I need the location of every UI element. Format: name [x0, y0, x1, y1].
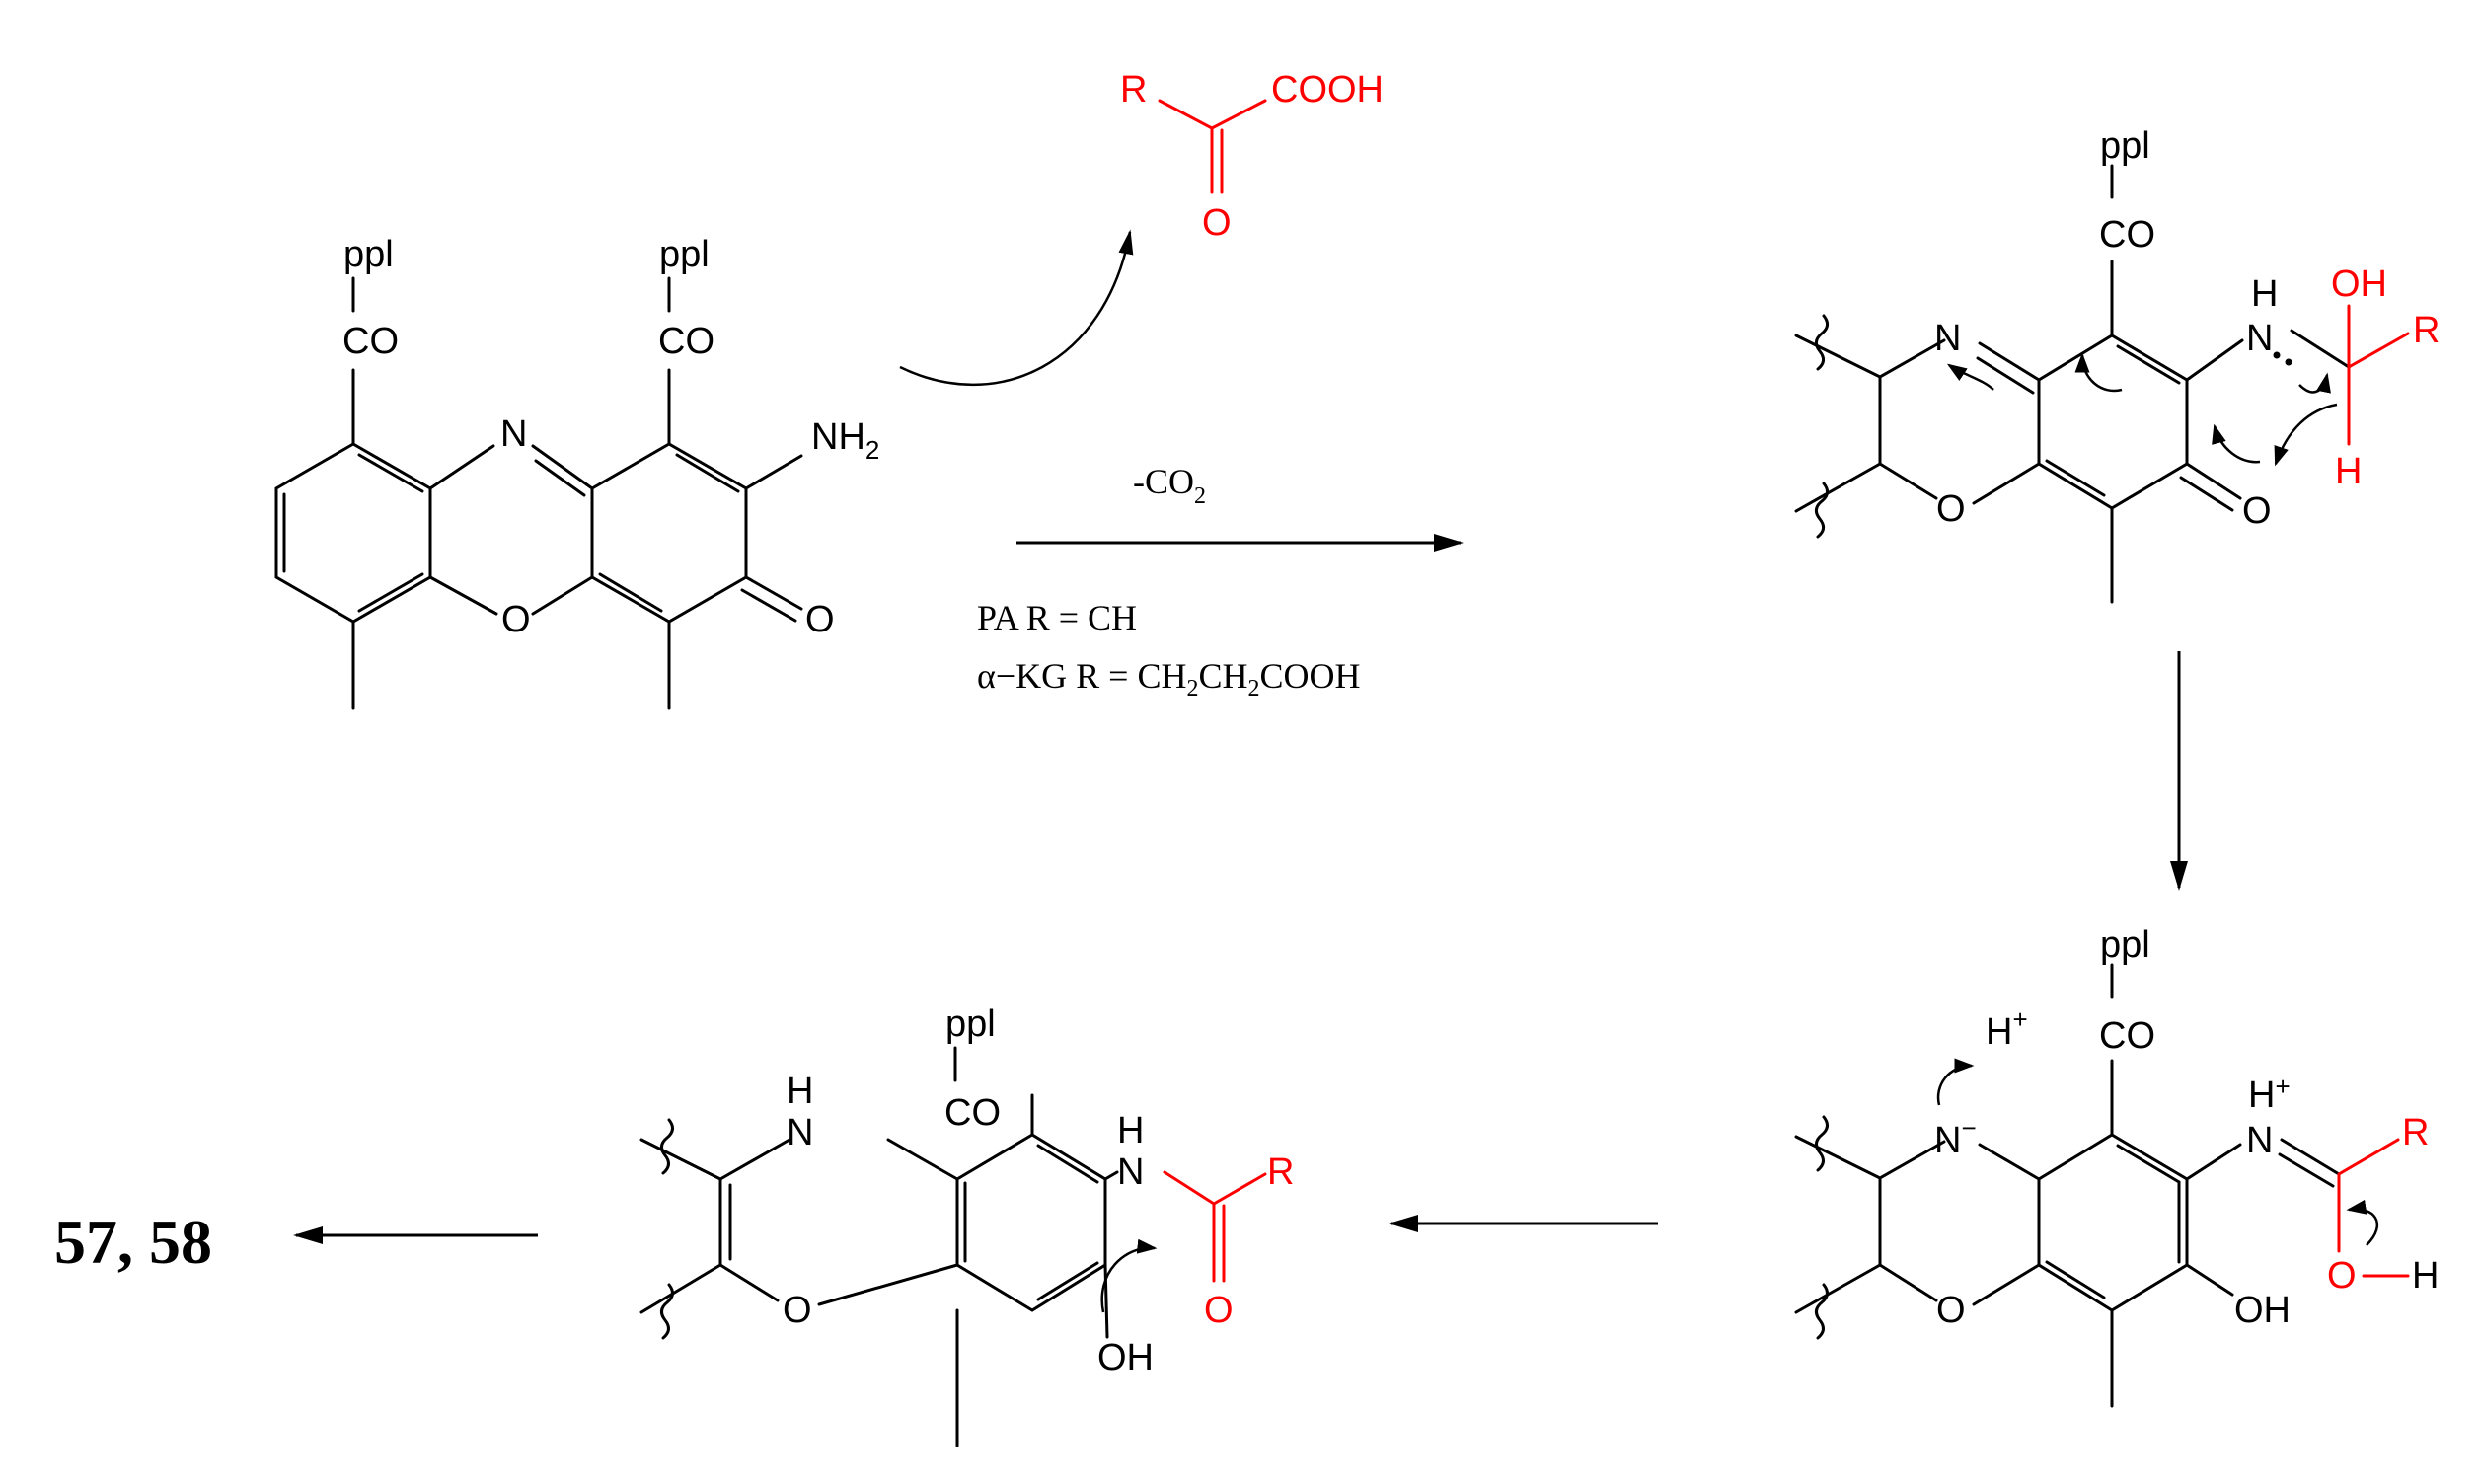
co-label-right: CO: [658, 321, 714, 362]
oh-label-s2: OH: [2331, 263, 2387, 305]
alpha-keto-acid: R COOH O: [1120, 69, 1384, 244]
product-label: 57, 58: [54, 1207, 212, 1277]
electron-arrow-s2-3: [2212, 423, 2261, 464]
ring-o-label: O: [501, 599, 531, 640]
electron-arrow-s3-2: [2346, 1199, 2379, 1246]
electron-arrow-s2-1: [1946, 363, 1994, 391]
ring-nh-h-label-s4: H: [787, 1071, 813, 1112]
electron-arrow-s2-2: [2074, 352, 2123, 393]
ring-oh-label-s3: OH: [2234, 1290, 2291, 1331]
ring-n-label: N: [500, 413, 527, 455]
ppl-label-s4: ppl: [945, 1003, 996, 1045]
ppl-label-right: ppl: [659, 234, 710, 275]
r-label-s4: R: [1267, 1151, 1294, 1193]
oh-label-s4: OH: [1097, 1337, 1154, 1378]
iminium-h-label-s3: H+: [2248, 1072, 2291, 1116]
ppl-label-s2: ppl: [2100, 125, 2150, 167]
pa-condition: PA R = CH: [977, 598, 1137, 637]
cooh-label-reagent: COOH: [1271, 69, 1384, 111]
iminium-n-label-s3: N: [2246, 1120, 2273, 1161]
enol-h-label-s3: H: [2412, 1255, 2439, 1297]
structure-carbinolamine: ppl CO N O O N H OH R H: [1794, 125, 2440, 604]
ring-o-label-s4: O: [783, 1290, 812, 1331]
akg-condition: α−KG R = CH2CH2COOH: [977, 656, 1361, 702]
electron-arrow-s4: [1100, 1238, 1158, 1313]
ring-nh-label-s4: N: [787, 1112, 813, 1153]
amide-h-label-s4: H: [1117, 1110, 1144, 1151]
carbonyl-o-label-s4: O: [1204, 1290, 1234, 1331]
ring-o-label-s2: O: [1936, 488, 1966, 530]
co-label-s4: CO: [944, 1092, 1001, 1134]
r-label-reagent: R: [1120, 69, 1147, 111]
h-label-s2: H: [2335, 451, 2362, 492]
co-label-s3: CO: [2099, 1015, 2155, 1057]
ppl-label-left: ppl: [343, 234, 394, 275]
reagent-entry-arrow: [899, 229, 1134, 387]
r-label-s2: R: [2413, 310, 2440, 351]
amide-n-label-s4: N: [1117, 1151, 1144, 1193]
carbonyl-o-label-s2: O: [2242, 490, 2272, 532]
electron-arrow-s2-4: [2298, 372, 2331, 394]
h-plus-label-s3: H+: [1986, 1004, 2028, 1053]
minus-co2-label: -CO2: [1133, 462, 1206, 509]
carbonyl-o-label: O: [805, 599, 835, 640]
structure-phenoxazinone: ppl CO ppl CO N O O NH2: [274, 234, 879, 710]
enol-o-label-s3: O: [2327, 1255, 2357, 1297]
amine-label: NH2: [811, 416, 879, 465]
ring-n-label-s2: N: [1934, 318, 1961, 359]
r-label-s3: R: [2402, 1112, 2429, 1153]
structure-amide: ppl CO N H O N H OH R O: [639, 1003, 1294, 1447]
electron-arrow-s2-5: [2274, 403, 2338, 467]
co-label-s2: CO: [2099, 214, 2155, 256]
ring-o-label-s3: O: [1936, 1290, 1966, 1331]
electron-arrow-s3-1: [1936, 1058, 1975, 1106]
co-label-left: CO: [342, 321, 399, 362]
structure-iminium: ppl CO N− H+ O OH N H+ R O H: [1794, 925, 2439, 1408]
nh-h-label-s2: H: [2251, 273, 2278, 315]
nh-n-label-s2: N: [2246, 318, 2273, 359]
keto-o-label: O: [1202, 202, 1232, 244]
n-minus-label-s3: N−: [1934, 1113, 1977, 1161]
ppl-label-s3: ppl: [2100, 925, 2150, 966]
